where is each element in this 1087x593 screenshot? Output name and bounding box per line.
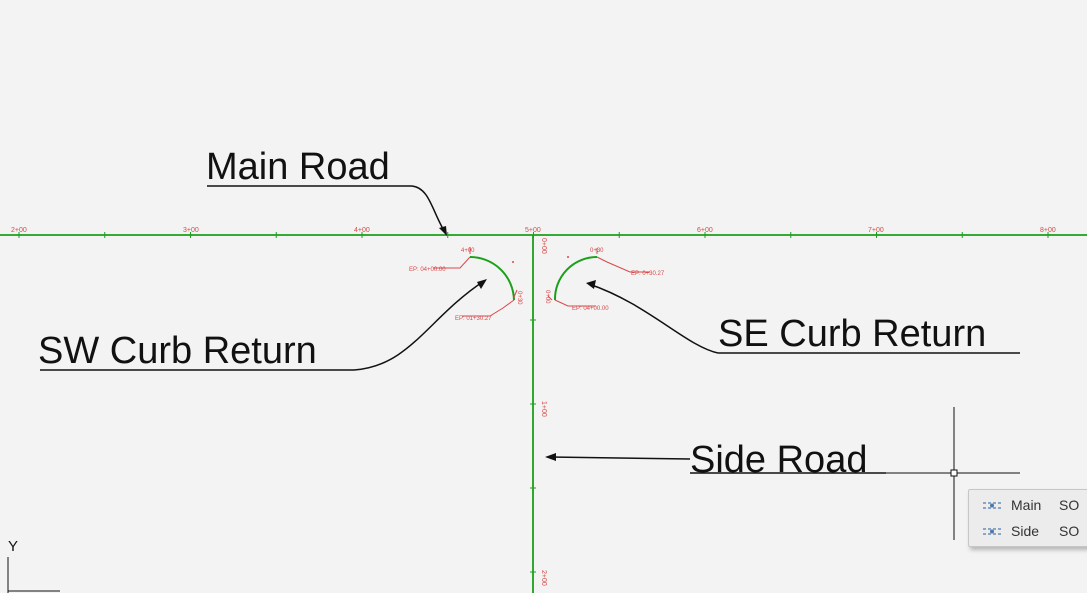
main-station-label: 5+00	[525, 227, 541, 234]
se-left-label: 0+00	[544, 290, 550, 304]
side-station-label: 1+00	[540, 401, 547, 417]
main-station-label: 7+00	[868, 227, 884, 234]
side-road-station-ticks	[530, 319, 536, 573]
se-top-label: 0+30	[590, 248, 604, 254]
se-curb-arc[interactable]	[553, 256, 598, 301]
tooltip-label: Side	[1011, 523, 1040, 539]
se-label-leaders	[547, 248, 650, 307]
sw-label-leaders	[433, 247, 518, 317]
main-station-label: 6+00	[697, 227, 713, 234]
tooltip-row-main: Main SO	[969, 494, 1087, 516]
main-station-label: 4+00	[354, 227, 370, 234]
object-snap-tooltip: Main SO Side SO	[968, 489, 1087, 547]
sw-bottom-label: EP: 01+30.27	[455, 316, 492, 322]
sw-right-label: 0+30	[516, 291, 522, 305]
side-road-station-labels: 0+00 1+00 2+00	[540, 238, 547, 586]
side-station-label: 2+00	[540, 570, 547, 586]
crosshair-cursor	[886, 407, 1020, 540]
tooltip-value: SO	[1059, 497, 1080, 513]
ucs-icon	[7, 557, 60, 593]
tooltip-row-side: Side SO	[969, 520, 1087, 542]
ucs-y-label: Y	[8, 538, 18, 555]
main-station-label: 3+00	[183, 227, 199, 234]
sw-ep-left-label: EP: 04+00.00	[409, 267, 446, 273]
sw-curb-return[interactable]: 4+00 EP: 04+00.00 EP: 01+30.27 0+30	[409, 247, 522, 322]
alignment-icon	[983, 502, 1001, 509]
callout-arrowheads	[439, 226, 596, 461]
point-marker	[512, 261, 514, 263]
sw-curb-return-callout: SW Curb Return	[38, 330, 317, 372]
tooltip-value: SO	[1059, 523, 1080, 539]
callout-leaders	[40, 185, 1020, 474]
main-road-callout: Main Road	[206, 146, 390, 188]
main-road-station-labels: 2+00 3+00 4+00 5+00 6+00 7+00 8+00	[11, 227, 1056, 234]
sw-curb-arc[interactable]	[469, 256, 515, 301]
main-road-station-ticks	[18, 232, 1049, 238]
se-bottom-label: EP: 04+00.00	[572, 306, 609, 312]
tooltip-label: Main	[1011, 497, 1042, 513]
point-marker	[567, 256, 569, 258]
se-ep-right-label: EP: 0+30.27	[631, 271, 665, 277]
main-station-label: 8+00	[1040, 227, 1056, 234]
main-station-label: 2+00	[11, 227, 27, 234]
alignment-icon	[983, 528, 1001, 535]
side-road-callout: Side Road	[690, 439, 868, 481]
sw-top-label: 4+00	[461, 248, 475, 254]
se-curb-return-callout: SE Curb Return	[718, 313, 987, 355]
se-curb-return[interactable]: 0+30 EP: 0+30.27 EP: 04+00.00 0+00	[544, 248, 665, 312]
side-station-label: 0+00	[540, 238, 547, 254]
